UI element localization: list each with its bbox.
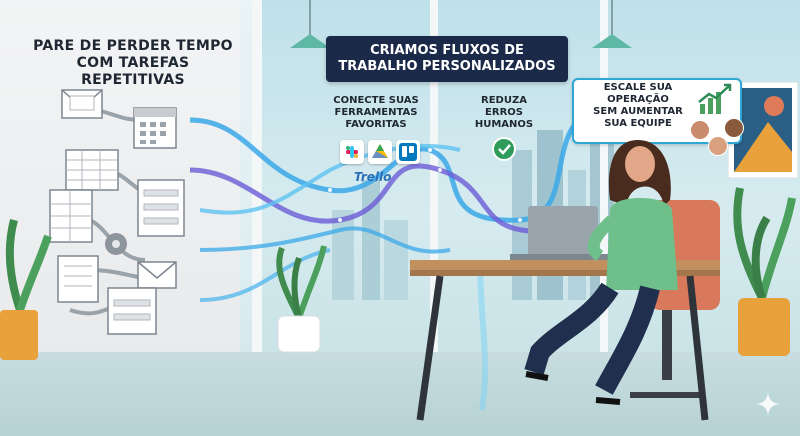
potted-plant bbox=[276, 245, 327, 353]
envelope-icon bbox=[61, 89, 103, 119]
google-drive-icon bbox=[368, 140, 392, 164]
step2-line1: REDUZA bbox=[481, 95, 527, 106]
title-line1: CRIAMOS FLUXOS DE bbox=[370, 43, 524, 58]
growth-chart-icon bbox=[698, 83, 732, 114]
step3-line3: SUA EQUIPE bbox=[604, 118, 672, 129]
step-reduce-errors: REDUZA ERROS HUMANOS bbox=[466, 95, 542, 131]
slack-icon bbox=[340, 140, 364, 164]
ceiling-lamp-right bbox=[592, 0, 632, 48]
ceiling-lamp-left bbox=[290, 0, 330, 48]
window-frame-right bbox=[600, 0, 608, 356]
step1-line2: FERRAMENTAS bbox=[334, 107, 418, 118]
step2-line3: HUMANOS bbox=[474, 119, 534, 130]
avatar-icon-1 bbox=[690, 120, 710, 140]
left-plant bbox=[0, 218, 52, 360]
calendar-icon bbox=[133, 107, 177, 149]
step3-line1: ESCALE SUA OPERAÇÃO bbox=[603, 82, 673, 105]
workflow-title-banner: CRIAMOS FLUXOS DE TRABALHO PERSONALIZADO… bbox=[326, 36, 568, 82]
form-icon bbox=[137, 179, 185, 237]
step1-line3: FAVORITAS bbox=[345, 119, 407, 130]
trello-icon bbox=[396, 140, 420, 164]
envelope-icon-2 bbox=[137, 261, 177, 289]
window-frame-left bbox=[252, 0, 262, 356]
step-connect-tools: CONECTE SUAS FERRAMENTAS FAVORITAS bbox=[330, 95, 422, 131]
window-frame-mid bbox=[430, 0, 438, 356]
scale-callout bbox=[572, 78, 742, 144]
spreadsheet-icon bbox=[65, 149, 119, 191]
headline-line1: PARE DE PERDER TEMPO bbox=[33, 38, 233, 54]
sparkle-icon bbox=[756, 392, 780, 416]
headline-line2: COM TAREFAS REPETITIVAS bbox=[76, 55, 190, 88]
step3-line2: SEM AUMENTAR bbox=[593, 106, 683, 117]
right-plant bbox=[733, 187, 796, 356]
trello-wordmark: Trello bbox=[354, 166, 391, 185]
document-list-icon bbox=[57, 255, 99, 303]
title-line2: TRABALHO PERSONALIZADOS bbox=[338, 59, 556, 74]
avatar-icon-2 bbox=[724, 118, 744, 138]
check-icon bbox=[492, 137, 516, 161]
gear-icon bbox=[105, 233, 127, 255]
step1-line1: CONECTE SUAS bbox=[333, 95, 419, 106]
table-document-icon bbox=[49, 189, 93, 243]
repetitive-tasks-icons bbox=[49, 89, 185, 335]
step2-line2: ERROS bbox=[485, 107, 523, 118]
trello-wordmark-text: Trello bbox=[354, 170, 392, 184]
login-form-icon bbox=[107, 287, 157, 335]
step-scale-operation: ESCALE SUA OPERAÇÃO SEM AUMENTAR SUA EQU… bbox=[578, 82, 698, 130]
avatar-icon-3 bbox=[708, 136, 728, 156]
headline: PARE DE PERDER TEMPO COM TAREFAS REPETIT… bbox=[28, 38, 238, 89]
woman-at-desk bbox=[410, 140, 720, 421]
